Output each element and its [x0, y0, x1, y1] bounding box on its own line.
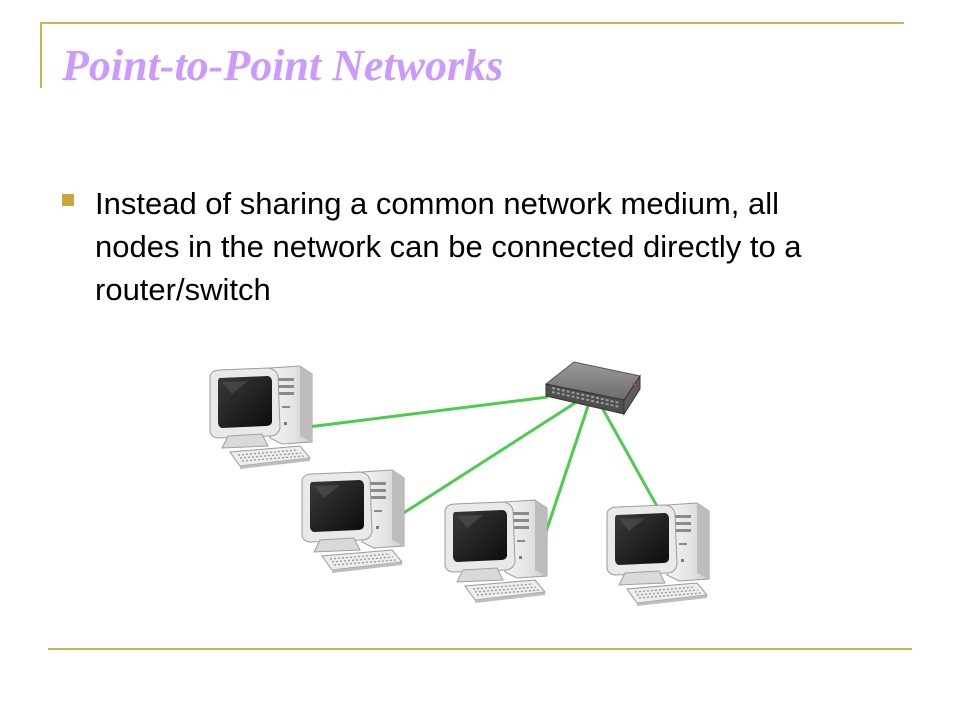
- desktop-computer-icon: [301, 469, 405, 574]
- link-line: [387, 401, 576, 525]
- frame-top-rule: [40, 22, 904, 24]
- frame-bottom-rule: [48, 648, 912, 650]
- desktop-computer-icon: [444, 499, 548, 604]
- desktop-computer-icon: [209, 365, 313, 470]
- bullet-text: Instead of sharing a common network medi…: [95, 186, 802, 307]
- desktop-computer-icon: [606, 502, 710, 607]
- link-line: [598, 403, 665, 518]
- network-switch-icon: [544, 361, 641, 416]
- frame-left-rule: [40, 22, 42, 88]
- square-bullet-icon: [62, 194, 74, 206]
- link-line: [307, 395, 549, 429]
- slide-title: Point-to-Point Networks: [62, 41, 504, 90]
